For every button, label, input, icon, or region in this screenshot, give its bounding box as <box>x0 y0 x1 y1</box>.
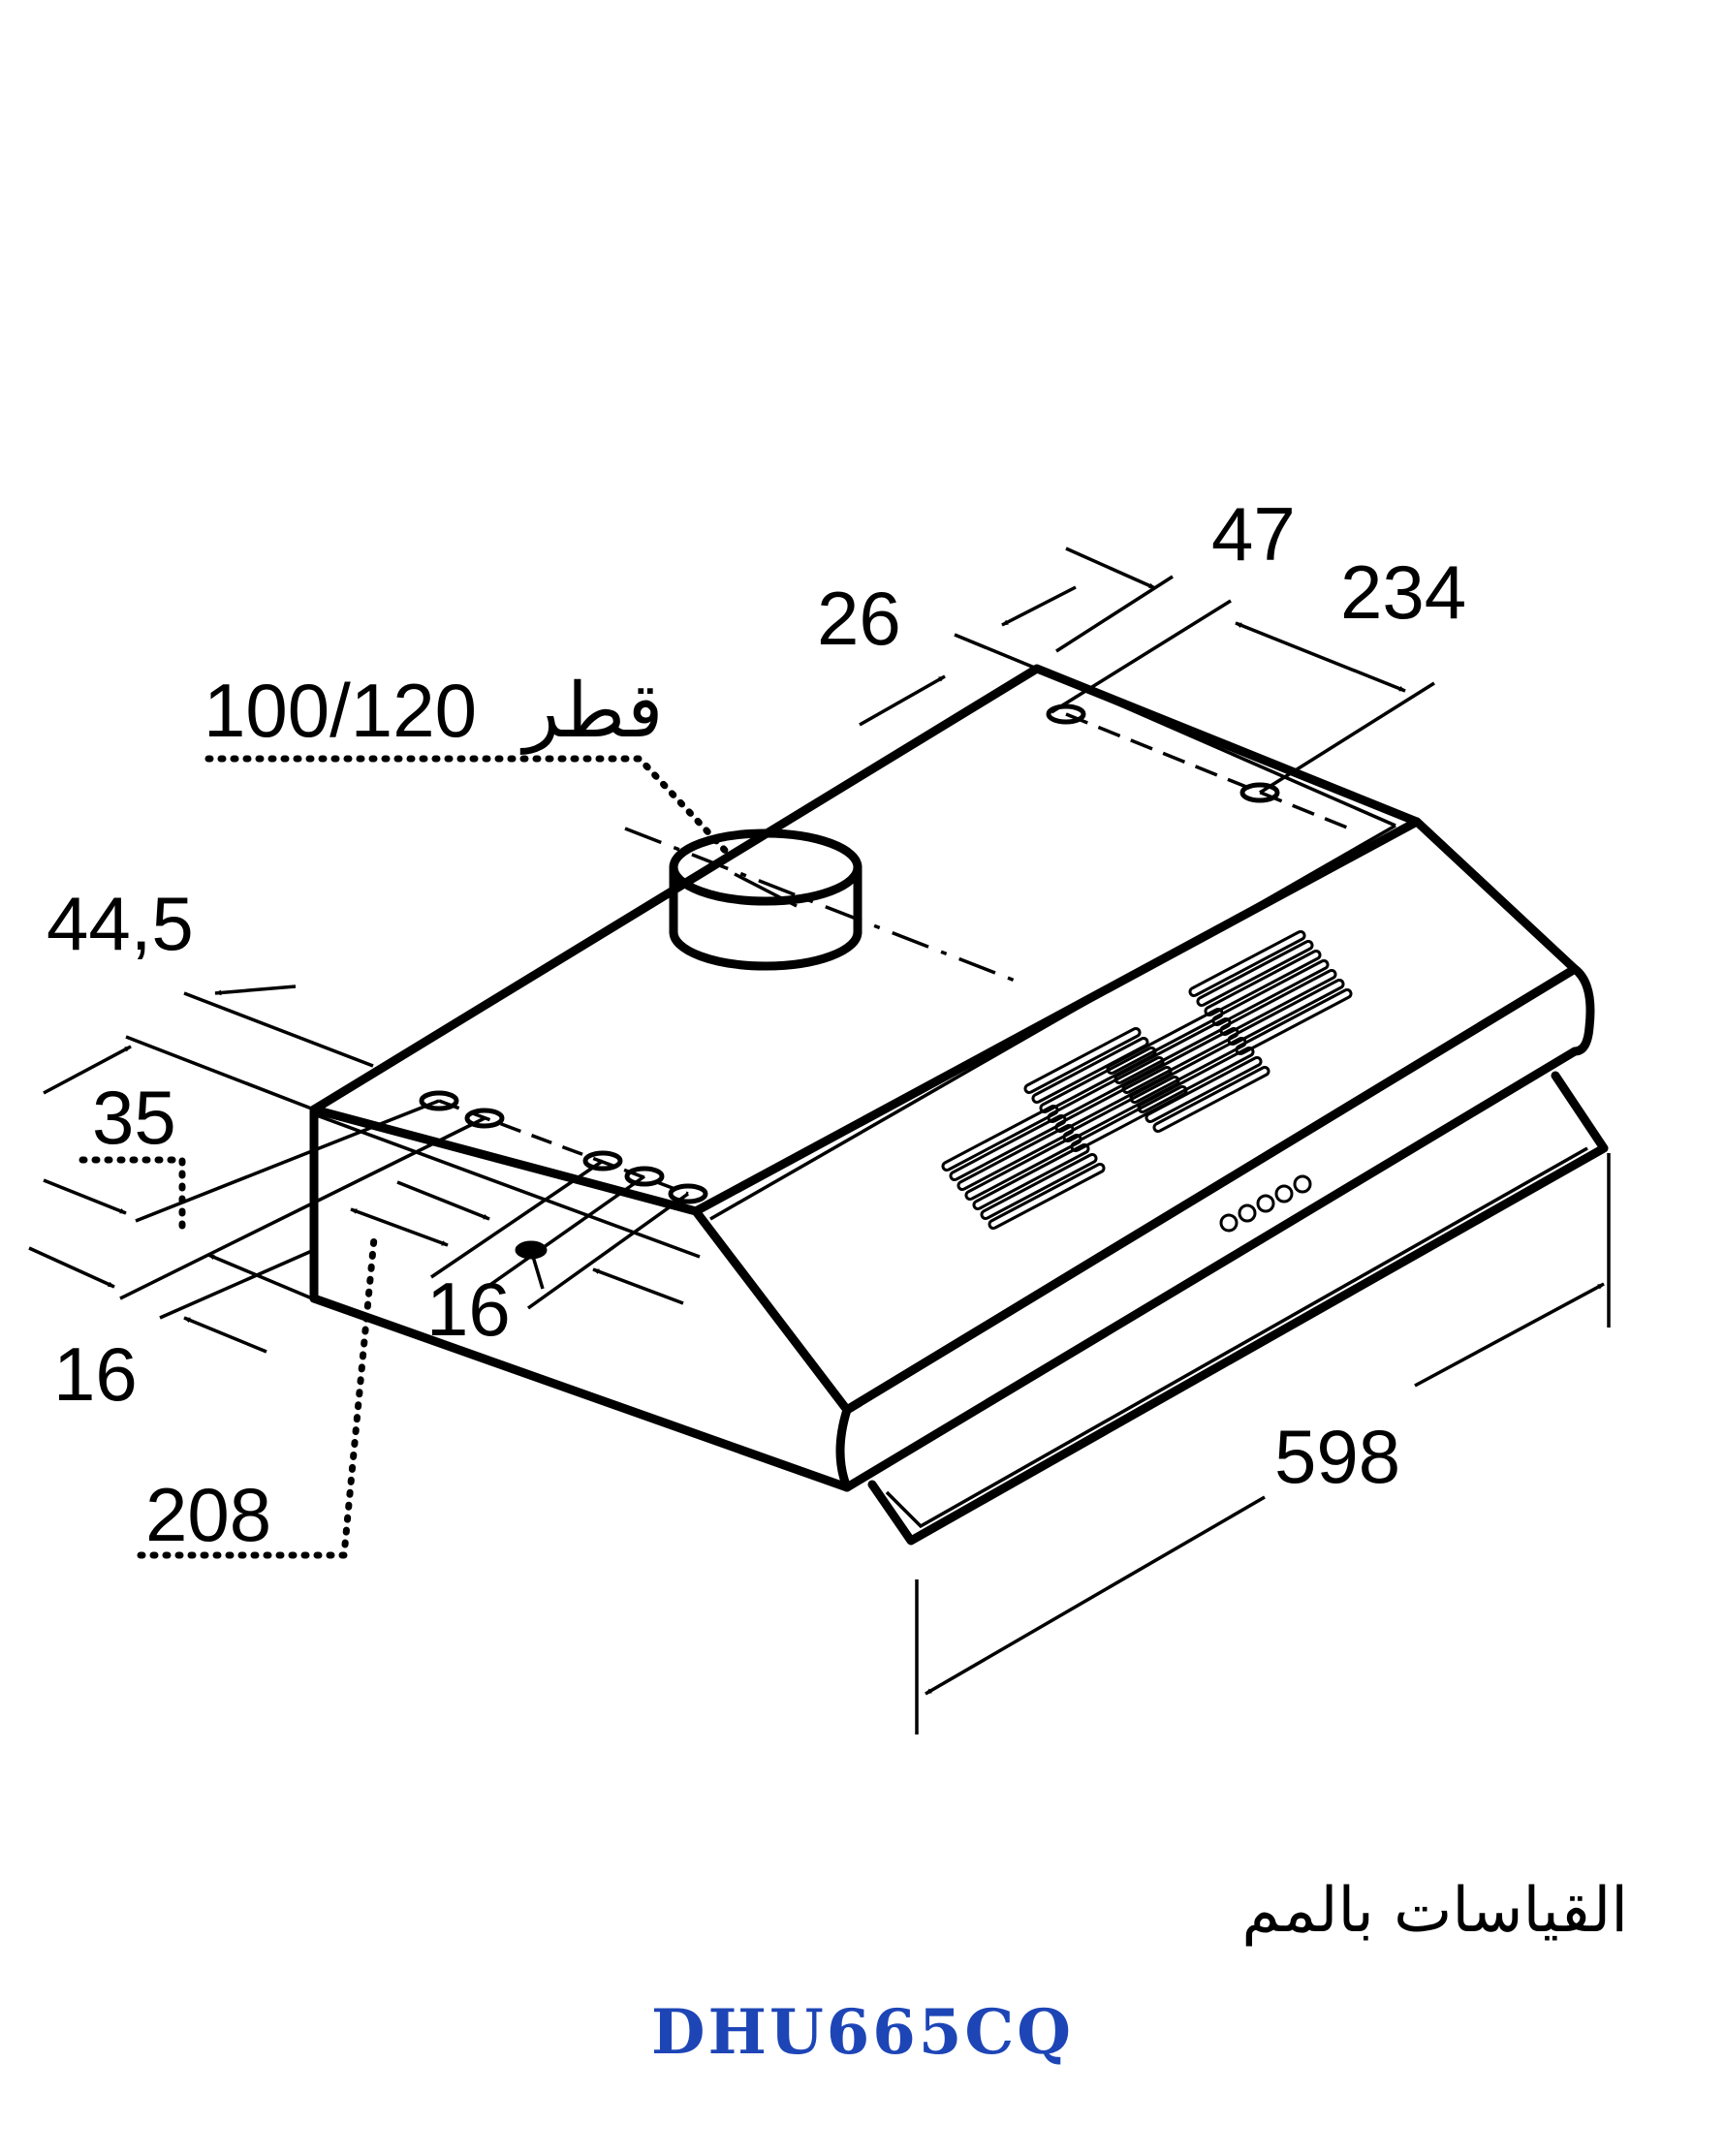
vent-slat <box>1188 930 1306 997</box>
dim-44-5: 44,5 <box>47 881 194 966</box>
vent-slat <box>1196 940 1314 1007</box>
vent-slat <box>988 1163 1106 1230</box>
dim-16-left: 16 <box>53 1331 138 1417</box>
dim-diameter-word: قطر <box>519 668 663 756</box>
vent-slat <box>1211 959 1330 1026</box>
dim-47: 47 <box>1211 491 1296 577</box>
dim-208: 208 <box>145 1472 271 1557</box>
dim-35: 35 <box>92 1075 176 1160</box>
duct-collar <box>669 828 862 971</box>
dotted-leaders <box>78 755 736 1559</box>
vent-slat <box>980 1153 1098 1220</box>
vent-slat <box>1235 988 1353 1055</box>
units-note: القياسات بالمم <box>1241 1875 1628 1947</box>
model-number: DHU665CQ <box>650 1996 1075 2069</box>
side-mounting-holes <box>419 1090 708 1260</box>
hood-outline <box>309 664 1609 1546</box>
vent-slat <box>1023 1027 1142 1094</box>
dim-234: 234 <box>1340 549 1466 635</box>
vent-slat <box>1227 979 1345 1046</box>
vent-slat <box>1204 950 1322 1016</box>
control-buttons <box>1219 1174 1312 1233</box>
dim-16-front: 16 <box>426 1266 511 1352</box>
dim-26: 26 <box>817 576 901 661</box>
dimension-lines <box>28 547 1611 1734</box>
vent-slat <box>1145 1056 1263 1123</box>
top-mounting-holes <box>1046 703 1358 833</box>
dim-598: 598 <box>1274 1414 1400 1499</box>
vent-grille <box>941 930 1353 1230</box>
dim-diameter-value: 100/120 <box>204 668 477 753</box>
vent-slat <box>1219 969 1337 1036</box>
vent-slat <box>1152 1066 1270 1133</box>
